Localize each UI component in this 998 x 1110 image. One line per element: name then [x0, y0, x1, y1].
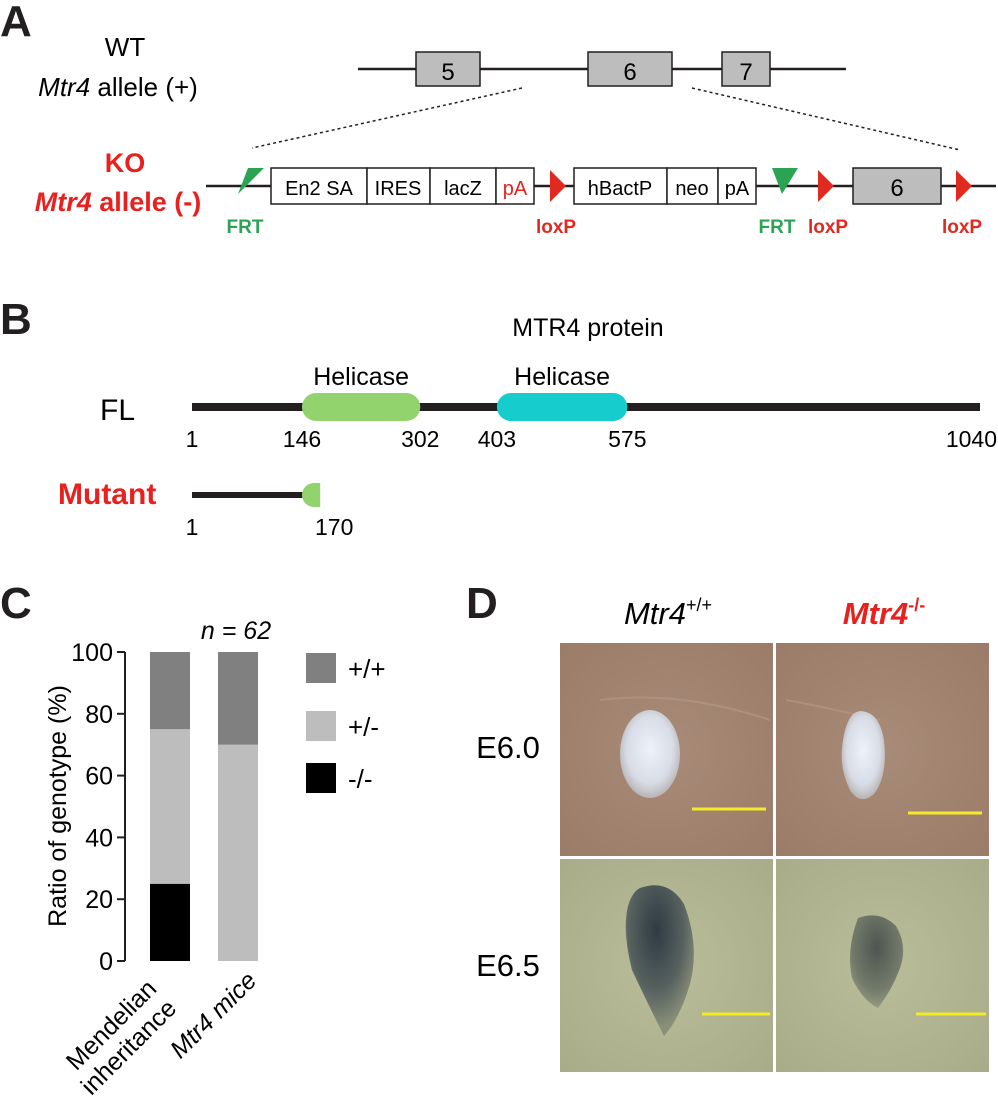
image-e65-wt — [560, 859, 773, 1072]
legend-swatch — [306, 653, 336, 683]
zoom-line-left — [251, 87, 523, 149]
svg-text:IRES: IRES — [375, 178, 422, 200]
fl-label: FL — [100, 394, 135, 427]
panel-label-c: C — [0, 579, 32, 628]
fl-tick-label: 1 — [186, 426, 199, 452]
cassette-pa-red: pA — [495, 167, 535, 205]
mutant-tick-label: 170 — [315, 514, 353, 540]
wt-exon-6: 6 — [587, 51, 673, 87]
frt-site-1 — [238, 168, 264, 194]
protein-title: MTR4 protein — [512, 314, 663, 342]
svg-text:pA: pA — [503, 178, 528, 200]
svg-text:lacZ: lacZ — [444, 178, 482, 200]
panel-b: MTR4 protein FL Mutant Helicase Helicase 1… — [58, 314, 997, 540]
y-tick-label: 0 — [99, 948, 113, 976]
legend-swatch — [306, 763, 336, 793]
x-category-mendelian: Mendelianinheritance — [56, 974, 182, 1100]
n-annotation: n = 62 — [201, 617, 271, 645]
cassette-pa: pA — [717, 167, 757, 205]
row-label-e60: E6.0 — [476, 730, 540, 765]
ko-exon-6: 6 — [852, 167, 942, 205]
embryo-e60-wt — [620, 710, 680, 798]
mutant-helicase-fragment — [301, 483, 321, 507]
panel-label-a: A — [0, 0, 32, 46]
fl-tick-label: 1040 — [946, 426, 997, 452]
wt-label-line1: WT — [105, 32, 146, 62]
fl-tick-label: 403 — [478, 426, 516, 452]
embryo-e65-wt — [625, 885, 694, 1036]
svg-text:neo: neo — [675, 178, 708, 200]
panel-label-d: D — [466, 579, 498, 628]
cassette-neo: neo — [666, 167, 719, 205]
bar-segment — [150, 652, 190, 730]
stacked-bar-chart: 0 20 40 60 80 100 — [71, 639, 258, 976]
embryo-e65-ko — [850, 915, 904, 1008]
column-header-wt: Mtr4+/+ — [624, 595, 712, 631]
bar-segment — [218, 652, 258, 745]
svg-text:Mendelianinheritance: Mendelianinheritance — [56, 974, 182, 1100]
svg-text:7: 7 — [739, 59, 752, 86]
fl-tick-label: 146 — [283, 426, 321, 452]
y-tick-label: 20 — [85, 886, 113, 914]
helicase-label-2: Helicase — [514, 363, 610, 391]
svg-text:hBactP: hBactP — [588, 178, 652, 200]
svg-text:En2 SA: En2 SA — [285, 178, 353, 200]
y-tick-label: 100 — [71, 639, 113, 667]
image-e60-wt — [560, 643, 773, 856]
frt-label-2: FRT — [759, 217, 796, 238]
bar-segment — [150, 729, 190, 884]
legend-label: +/+ — [348, 654, 386, 684]
y-tick-label: 60 — [85, 763, 113, 791]
helicase-domain-1 — [301, 393, 421, 421]
panel-a: WT Mtr4 allele (+) 5 6 7 KO Mtr4 allele … — [35, 32, 996, 238]
cassette-hbactp: hBactP — [573, 167, 668, 205]
mutant-label: Mutant — [58, 478, 156, 511]
wt-exon-5: 5 — [415, 51, 481, 87]
panel-d: Mtr4+/+ Mtr4-/- E6.0 E6.5 — [476, 595, 989, 1072]
row-label-e65: E6.5 — [476, 948, 540, 983]
ko-label-line1: KO — [105, 148, 146, 178]
y-tick-label: 40 — [85, 824, 113, 852]
loxp-label-1: loxP — [536, 217, 576, 238]
panel-label-b: B — [0, 295, 32, 344]
image-e60-ko — [776, 643, 989, 856]
frt-label-1: FRT — [227, 217, 264, 238]
loxp-site-3 — [956, 170, 972, 202]
ko-label-line2: Mtr4 allele (-) — [35, 187, 202, 217]
protein-diagram: Helicase Helicase 1 146 302 403 575 1040 1 170 — [186, 363, 997, 540]
frt-site-2 — [772, 168, 798, 194]
cassette-ires: IRES — [366, 167, 431, 205]
fl-tick-label: 302 — [401, 426, 439, 452]
fl-tick-label: 575 — [608, 426, 646, 452]
wt-label-line2: Mtr4 allele (+) — [38, 72, 198, 102]
cassette-en2sa: En2 SA — [270, 167, 368, 205]
cassette-lacz: lacZ — [429, 167, 497, 205]
zoom-line-right — [691, 87, 961, 151]
y-axis-title: Ratio of genotype (%) — [44, 685, 72, 927]
loxp-site-2 — [818, 170, 834, 202]
legend-label: +/- — [348, 712, 379, 742]
svg-text:5: 5 — [441, 59, 454, 86]
wt-exon-7: 7 — [721, 51, 771, 87]
helicase-domain-2 — [496, 393, 628, 421]
helicase-label-1: Helicase — [313, 363, 409, 391]
mutant-tick-label: 1 — [186, 514, 199, 540]
panel-c: Ratio of genotype (%) n = 62 0 20 40 60 80 10… — [44, 617, 386, 1101]
legend-swatch — [306, 711, 336, 741]
column-header-ko: Mtr4-/- — [843, 595, 925, 631]
svg-text:6: 6 — [890, 175, 903, 202]
loxp-label-2: loxP — [808, 217, 848, 238]
bar-segment — [218, 744, 258, 961]
image-e65-ko — [776, 859, 989, 1072]
embryo-e60-ko — [841, 711, 885, 800]
svg-text:6: 6 — [623, 59, 636, 86]
loxp-site-1 — [550, 170, 566, 202]
svg-text:pA: pA — [725, 178, 750, 200]
chart-legend: +/+ +/- -/- — [306, 653, 386, 794]
loxp-label-3: loxP — [942, 217, 982, 238]
bar-segment — [150, 883, 190, 961]
y-tick-label: 80 — [85, 701, 113, 729]
legend-label: -/- — [348, 764, 373, 794]
